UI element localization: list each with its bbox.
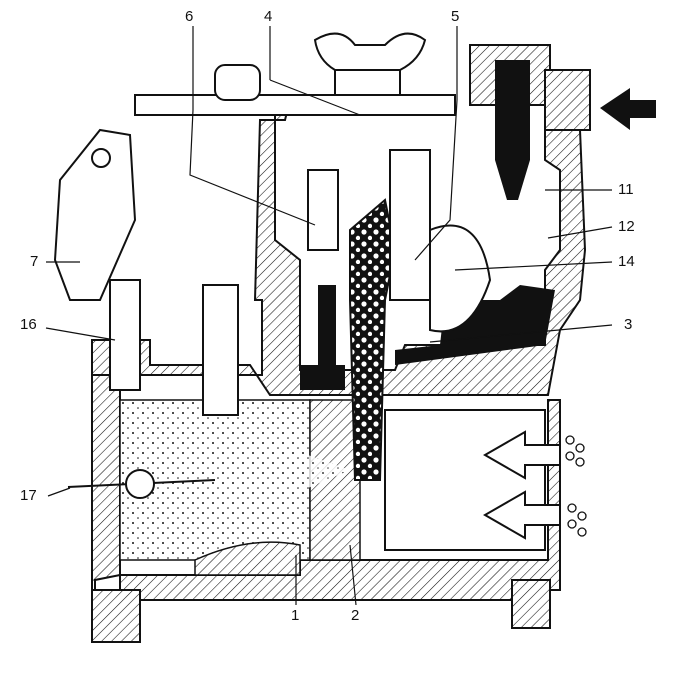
float bbox=[429, 224, 492, 333]
label-2: 2 bbox=[351, 607, 360, 624]
idle-screw-16 bbox=[109, 279, 141, 391]
idle-jet-6 bbox=[202, 284, 239, 416]
foot-right bbox=[511, 579, 551, 629]
jet-column bbox=[318, 285, 336, 370]
inlet-arrow-icon bbox=[600, 88, 656, 130]
leader-lines bbox=[45, 26, 613, 606]
main-jet-4 bbox=[307, 169, 339, 251]
air-arrow-upper-icon bbox=[482, 430, 561, 480]
compensator-jet-5 bbox=[389, 149, 431, 301]
float-bowl-fuel bbox=[395, 285, 555, 365]
label-11: 11 bbox=[618, 181, 634, 198]
air-arrow-lower-icon bbox=[482, 490, 561, 540]
label-17: 17 bbox=[20, 487, 37, 504]
label-12: 12 bbox=[618, 218, 635, 235]
air-bubbles-upper bbox=[565, 435, 585, 467]
throttle-linkage bbox=[53, 128, 137, 301]
cover-boss bbox=[334, 69, 401, 96]
label-1: 1 bbox=[291, 607, 300, 624]
needle-valve bbox=[495, 60, 530, 200]
foot-left bbox=[91, 589, 141, 643]
fuel-spray bbox=[210, 420, 350, 530]
wing-nut bbox=[313, 32, 427, 71]
venturi-2 bbox=[309, 399, 361, 561]
label-14: 14 bbox=[618, 253, 635, 270]
linkage-pivot bbox=[91, 148, 111, 168]
cover-lug bbox=[214, 64, 261, 101]
label-5: 5 bbox=[451, 8, 460, 25]
label-16: 16 bbox=[20, 316, 37, 333]
venturi-1 bbox=[194, 541, 301, 576]
label-6: 6 bbox=[185, 8, 194, 25]
label-7: 7 bbox=[30, 253, 39, 270]
emulsion-tube bbox=[349, 198, 397, 481]
inlet-banjo bbox=[544, 69, 591, 131]
throttle-spindle bbox=[125, 469, 155, 499]
top-cover bbox=[134, 94, 456, 116]
label-3: 3 bbox=[624, 316, 633, 333]
air-bubbles-lower bbox=[567, 503, 587, 537]
label-4: 4 bbox=[264, 8, 273, 25]
